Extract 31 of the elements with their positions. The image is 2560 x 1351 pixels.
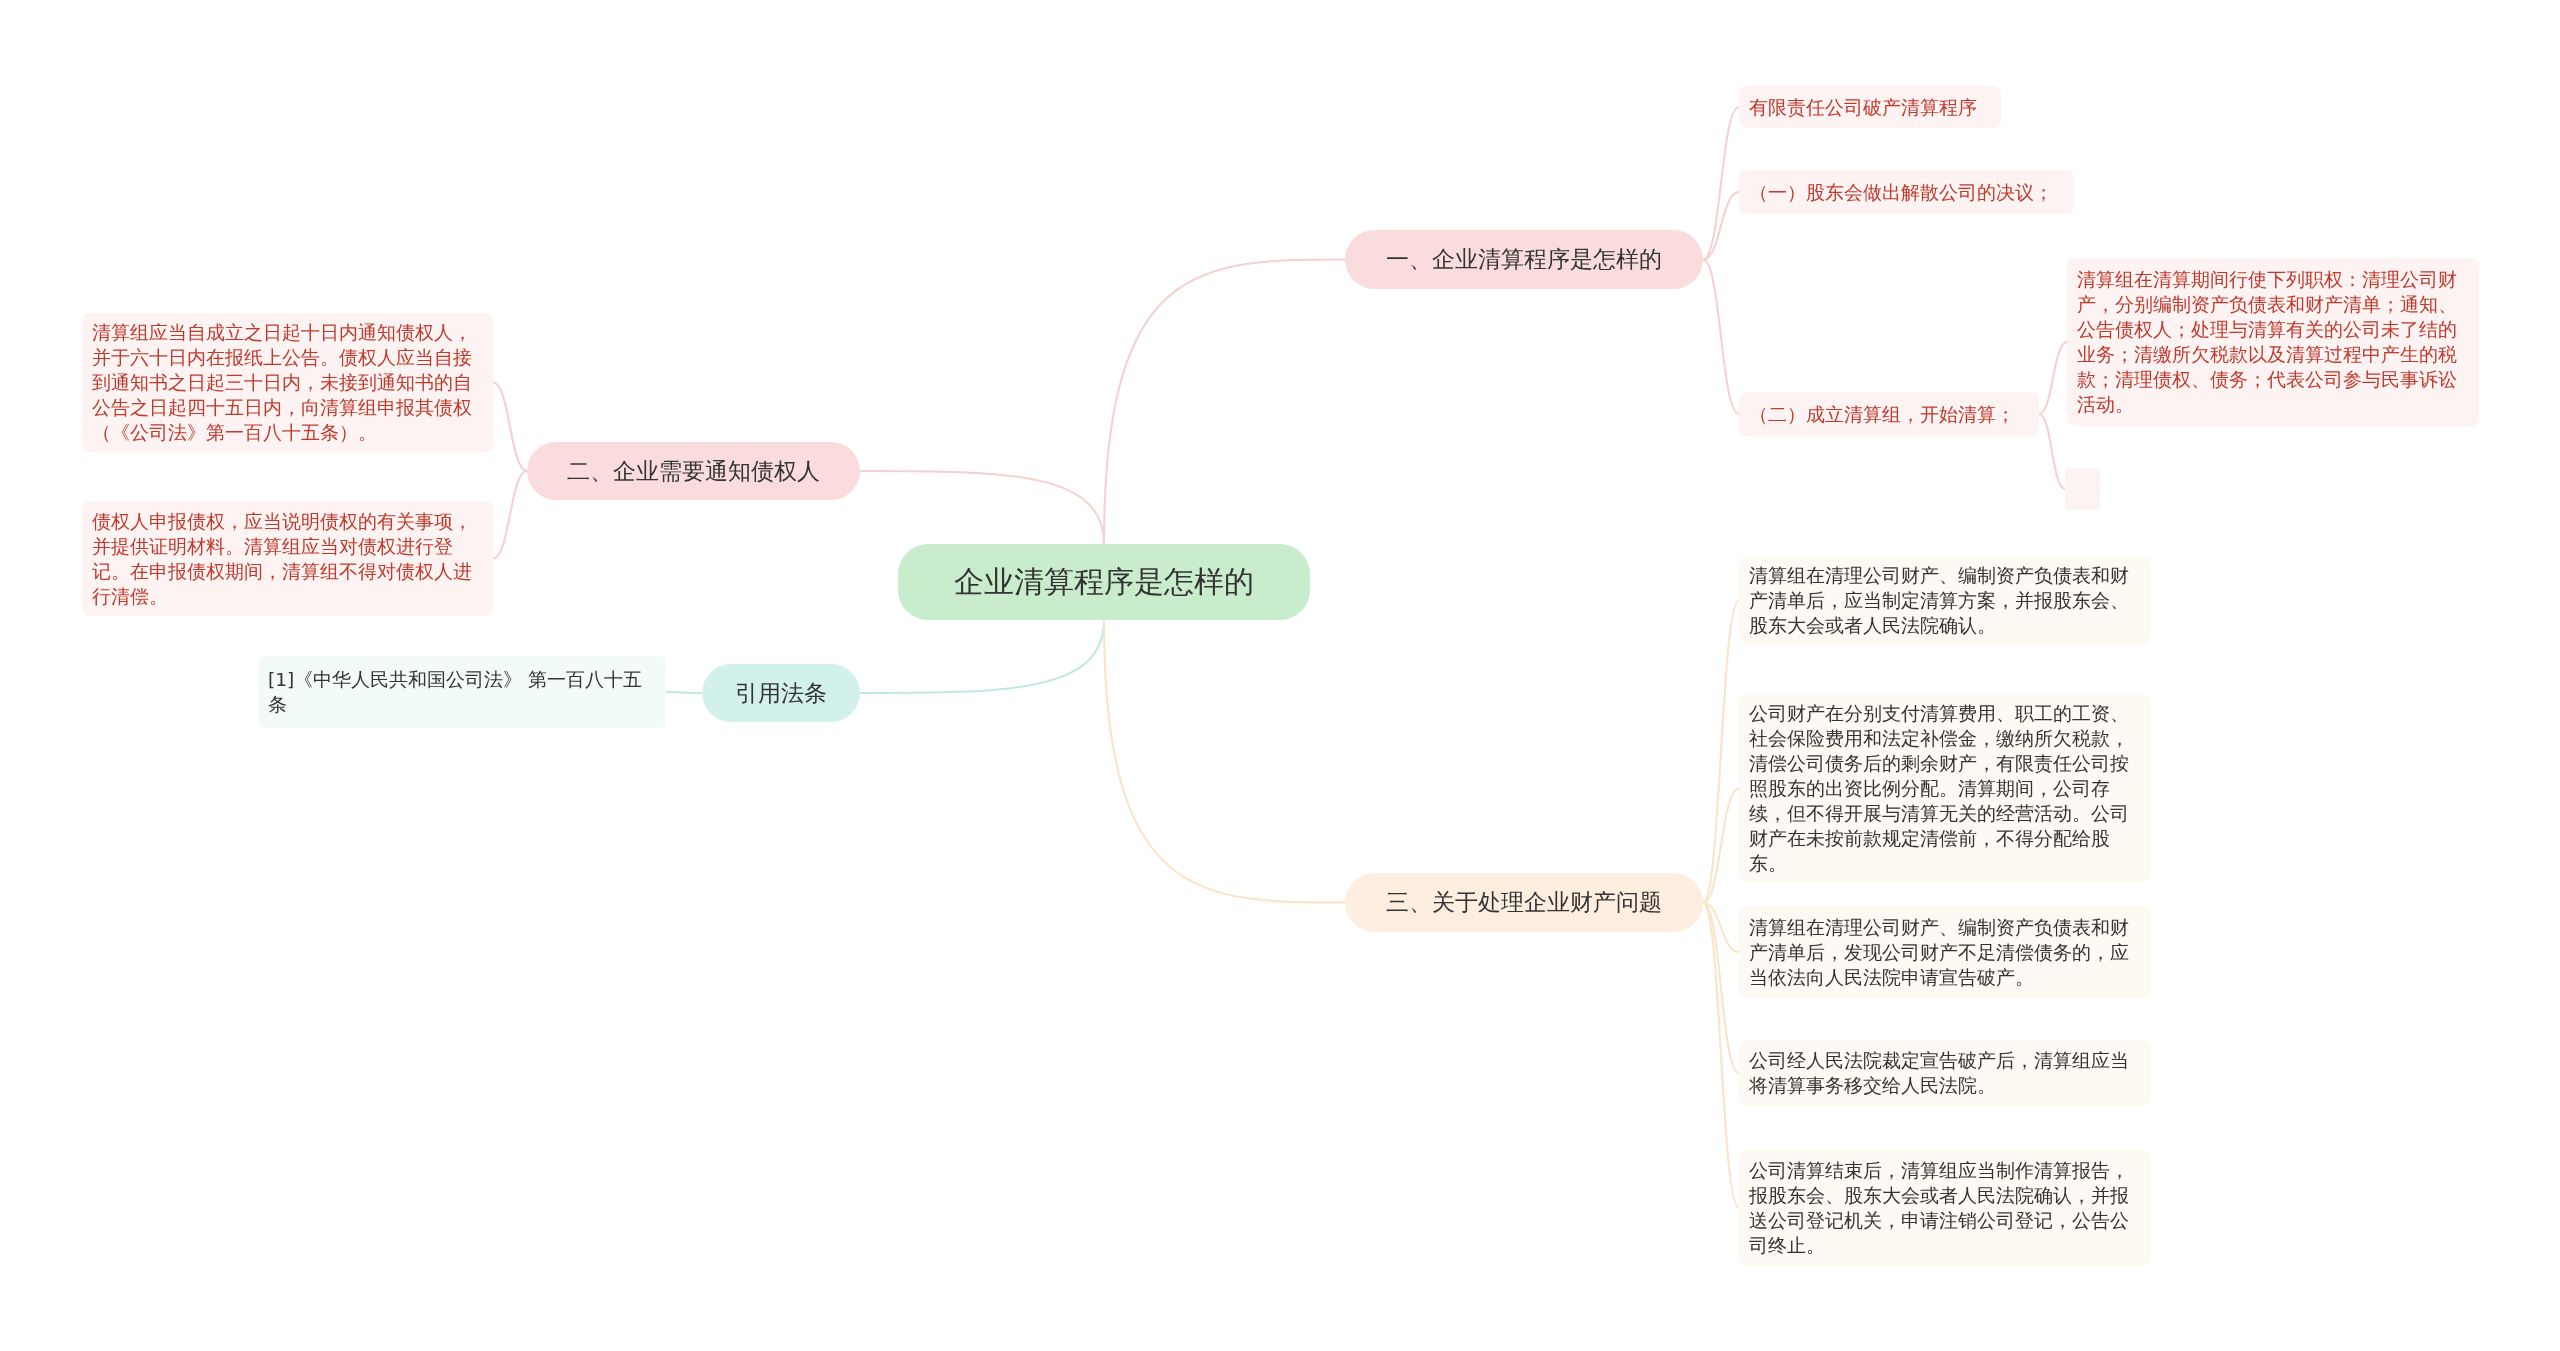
connector-line [665,691,703,694]
text-box: 公司经人民法院裁定宣告破产后，清算组应当将清算事务移交给人民法院。 [1739,1040,2151,1106]
text-box: 公司清算结束后，清算组应当制作清算报告，报股东会、股东大会或者人民法院确认，并报送公司登记机关，申请注销公司登记，公告公司终止。 [1739,1150,2151,1266]
text-box: 清算组应当自成立之日起十日内通知债权人，并于六十日内在报纸上公告。债权人应当自接到通知书之日起三十日内，未接到通知书的自公告之日起四十五日内，向清算组申报其债权（《公司法》第一百八十五条）。 [82,313,493,452]
text-box: （一）股东会做出解散公司的决议； [1739,170,2074,214]
topic-box: 引用法条 [702,664,860,722]
text-box: 债权人申报债权，应当说明债权的有关事项，并提供证明材料。清算组应当对债权进行登记。在申报债权期间，清算组不得对债权人进行清偿。 [82,501,493,616]
connector-line [492,470,528,560]
empty-box [2065,468,2100,510]
text-box: （二）成立清算组，开始清算； [1739,392,2039,436]
text-box: 清算组在清算期间行使下列职权：清理公司财产，分别编制资产负债表和财产清单；通知、公告债权人；处理与清算有关的公司未了结的业务；清缴所欠税款以及清算过程中产生的税款；清理债权、债务；代表公司参与民事诉讼活动。 [2067,258,2479,426]
connector-line [1702,901,1740,1209]
connector-line [1702,599,1740,904]
text-box: 清算组在清理公司财产、编制资产负债表和财产清单后，应当制定清算方案，并报股东会、股东大会或者人民法院确认。 [1739,557,2151,644]
connector-line [2038,413,2066,490]
topic-box: 三、关于处理企业财产问题 [1345,873,1703,932]
connector-line [1702,787,1740,904]
topic-box: 二、企业需要通知债权人 [527,442,860,500]
text-box: [1]《中华人民共和国公司法》 第一百八十五条 [258,656,666,728]
connector-line [492,381,528,472]
text-box: 有限责任公司破产清算程序 [1739,86,2001,128]
connector-line [1103,619,1346,904]
connector-line [859,470,1105,545]
connector-line [2038,341,2068,415]
connector-line [1702,191,1740,261]
central-topic: 企业清算程序是怎样的 [898,544,1310,620]
topic-box: 一、企业清算程序是怎样的 [1345,230,1703,289]
text-box: 公司财产在分别支付清算费用、职工的工资、社会保险费用和法定补偿金，缴纳所欠税款，清偿公司债务后的剩余财产，有限责任公司按照股东的出资比例分配。清算期间，公司存续，但不得开展与清算无关的经营活动。公司财产在未按前款规定清偿前，不得分配给股东。 [1739,695,2151,882]
connector-line [1702,258,1740,415]
connector-line [1702,106,1740,261]
text-box: 清算组在清理公司财产、编制资产负债表和财产清单后，发现公司财产不足清偿债务的，应当依法向人民法院申请宣告破产。 [1739,906,2151,998]
